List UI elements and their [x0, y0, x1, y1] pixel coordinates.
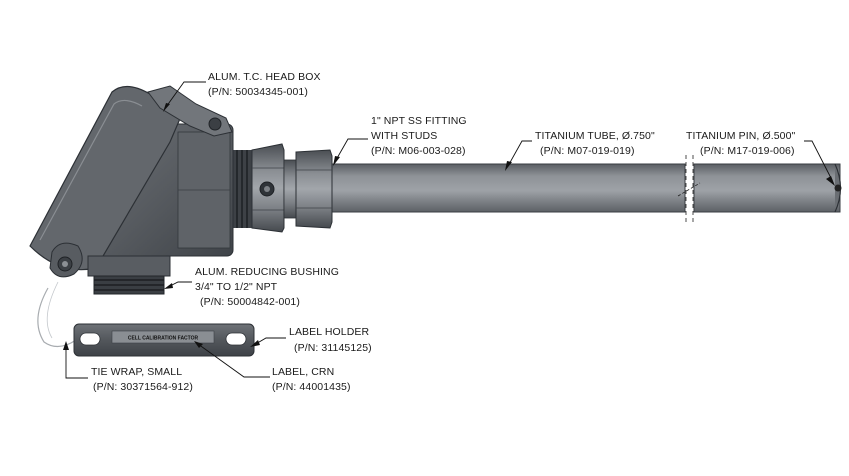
tube-pn: (P/N: M07-019-019)	[540, 145, 635, 157]
callout-pin: TITANIUM PIN, Ø.500" (P/N: M17-019-006)	[686, 130, 796, 157]
reducing-bushing	[87, 255, 171, 295]
label-holder: CELL CALIBRATION FACTOR	[73, 323, 255, 357]
tie-wrap	[37, 287, 77, 348]
label-holder-pn: (P/N: 31145125)	[294, 342, 372, 354]
callout-tube: TITANIUM TUBE, Ø.750" (P/N: M07-019-019)	[535, 130, 655, 157]
head-box-pn: (P/N: 50034345-001)	[208, 86, 308, 98]
label-crn-pn: (P/N: 44001435)	[272, 381, 351, 393]
tie-wrap-pn: (P/N: 30371564-912)	[93, 381, 193, 393]
pin-title: TITANIUM PIN, Ø.500"	[686, 130, 796, 142]
callout-bushing: ALUM. REDUCING BUSHING 3/4" TO 1/2" NPT …	[195, 266, 339, 308]
fitting-pn: (P/N: M06-003-028)	[371, 145, 466, 157]
leader-lines	[63, 81, 835, 379]
head-box-title: ALUM. T.C. HEAD BOX	[208, 71, 321, 83]
titanium-tube	[329, 155, 842, 222]
head-box	[29, 85, 234, 278]
pin-pn: (P/N: M17-019-006)	[700, 145, 795, 157]
fitting-title: 1" NPT SS FITTING	[371, 115, 467, 127]
fitting-subtitle: WITH STUDS	[371, 130, 437, 142]
bushing-title: ALUM. REDUCING BUSHING	[195, 266, 339, 278]
label-holder-title: LABEL HOLDER	[289, 326, 369, 338]
callout-label-holder: LABEL HOLDER (P/N: 31145125)	[289, 326, 372, 354]
tube-title: TITANIUM TUBE, Ø.750"	[535, 130, 655, 142]
bushing-size: 3/4" TO 1/2" NPT	[195, 281, 278, 293]
callout-label-crn: LABEL, CRN (P/N: 44001435)	[272, 366, 351, 393]
tie-wrap-title: TIE WRAP, SMALL	[91, 366, 182, 378]
bushing-pn: (P/N: 50004842-001)	[200, 296, 300, 308]
label-plate-text: CELL CALIBRATION FACTOR	[128, 336, 199, 342]
npt-fitting	[228, 143, 333, 233]
label-crn-title: LABEL, CRN	[272, 366, 334, 378]
callout-head-box: ALUM. T.C. HEAD BOX (P/N: 50034345-001)	[208, 71, 321, 98]
callout-fitting: 1" NPT SS FITTING WITH STUDS (P/N: M06-0…	[371, 115, 467, 157]
callout-tie-wrap: TIE WRAP, SMALL (P/N: 30371564-912)	[91, 366, 193, 393]
